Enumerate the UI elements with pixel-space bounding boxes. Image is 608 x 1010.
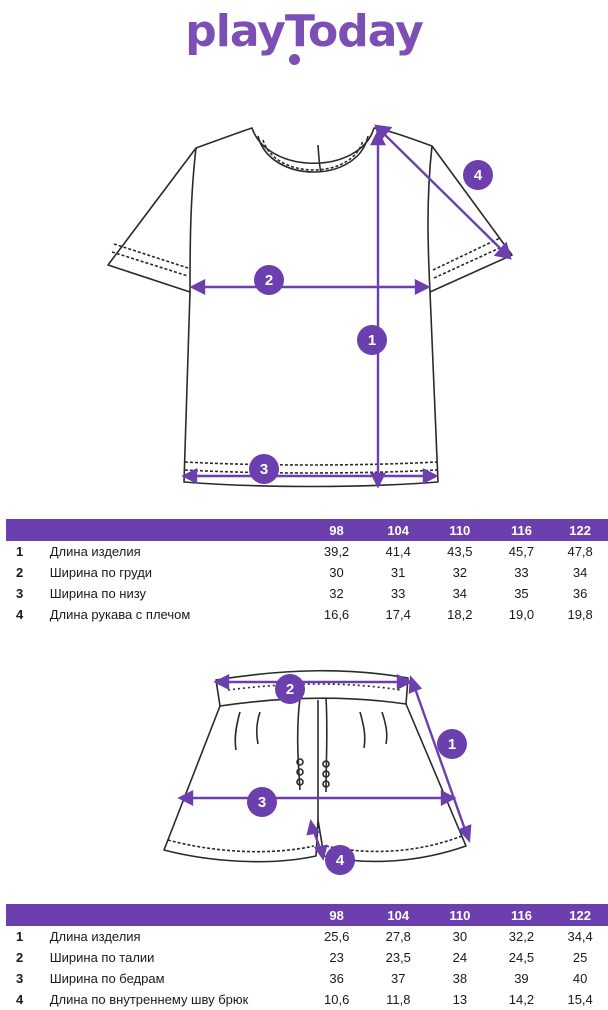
cell-value: 39,2: [323, 544, 350, 559]
cell-value: 45,7: [508, 544, 535, 559]
cell-value: 47,8: [567, 544, 593, 559]
marker-3: [247, 787, 277, 817]
cell-value: 27,8: [385, 929, 411, 944]
cell-value: 25,6: [324, 929, 350, 944]
tshirt-markers: 1 2 3 4: [249, 160, 493, 484]
row-label: Длина изделия: [49, 544, 141, 559]
row-number: 2: [16, 950, 24, 965]
size-col-header: 122: [552, 904, 608, 926]
marker-3-label: 3: [260, 461, 268, 478]
size-col-header: 104: [367, 904, 430, 926]
row-number: 4: [16, 607, 24, 622]
marker-3-label: 3: [258, 794, 266, 811]
shorts-size-table: 98 104 110 116 122 1 Длина изделия 25,6 …: [6, 904, 608, 1010]
cell-value: 32,2: [508, 929, 535, 944]
marker-3: [249, 454, 279, 484]
row-label: Длина изделия: [49, 929, 141, 944]
tshirt-drawing: 1 2 3 4: [107, 124, 513, 489]
cell-value: 32: [452, 565, 468, 580]
cell-value: 32: [329, 586, 344, 601]
row-number: 1: [16, 544, 24, 559]
logo-dot: [289, 54, 300, 65]
cell-value: 31: [390, 565, 406, 580]
cell-value: 19,0: [508, 607, 535, 622]
marker-1-label: 1: [368, 332, 376, 349]
marker-1: [437, 729, 467, 759]
row-number: 1: [16, 929, 24, 944]
size-col-header: 116: [490, 519, 553, 541]
cell-value: 30: [329, 565, 344, 580]
cell-value: 17,4: [385, 607, 411, 622]
cell-value: 36: [329, 971, 344, 986]
cell-value: 23: [329, 950, 344, 965]
marker-4-label: 4: [474, 167, 483, 184]
table-row: 2 Ширина по талии 23 23,5 24 24,5 25: [6, 947, 608, 968]
cell-value: 34,4: [567, 929, 593, 944]
cell-value: 39: [514, 971, 529, 986]
table-header-row: 98 104 110 116 122: [6, 904, 608, 926]
cell-value: 24: [452, 950, 468, 965]
row-number: 3: [16, 971, 24, 986]
row-label: Длина рукава с плечом: [49, 607, 191, 622]
brand-logo: playToday: [185, 6, 424, 57]
marker-1: [357, 325, 387, 355]
table-row: 3 Ширина по низу 32 33 34 35 36: [6, 583, 608, 604]
size-col-header: 110: [428, 519, 491, 541]
cell-value: 24,5: [508, 950, 535, 965]
cell-value: 19,8: [567, 607, 593, 622]
table-row: 2 Ширина по груди 30 31 32 33 34: [6, 562, 608, 583]
table-row: 1 Длина изделия 39,2 41,4 43,5 45,7 47,8: [6, 541, 608, 562]
shorts-markers: 1 2 3 4: [247, 674, 467, 875]
cell-value: 16,6: [323, 607, 350, 622]
table-row: 4 Длина рукава с плечом 16,6 17,4 18,2 1…: [6, 604, 608, 625]
marker-4: [325, 845, 355, 875]
cell-value: 34: [572, 565, 588, 580]
cell-value: 33: [390, 586, 406, 601]
cell-value: 40: [572, 971, 588, 986]
marker-2: [275, 674, 305, 704]
size-col-header: 98: [305, 519, 368, 541]
cell-value: 25: [572, 950, 588, 965]
table-header-row: 98 104 110 116 122: [6, 519, 608, 541]
tshirt-size-table: 98 104 110 116 122 1 Длина изделия 39,2 …: [6, 519, 608, 625]
cell-value: 23,5: [385, 950, 411, 965]
marker-2-label: 2: [286, 681, 294, 698]
marker-2-label: 2: [265, 272, 273, 289]
size-col-header: 122: [552, 519, 608, 541]
marker-1-label: 1: [448, 736, 456, 753]
size-col-header: 116: [490, 904, 553, 926]
row-number: 3: [16, 586, 24, 601]
table-row: 1 Длина изделия 25,6 27,8 30 32,2 34,4: [6, 926, 608, 947]
marker-2: [254, 265, 284, 295]
row-label: Ширина по талии: [49, 950, 155, 965]
cell-value: 35: [514, 586, 529, 601]
marker-4: [463, 160, 493, 190]
cell-value: 34: [452, 586, 468, 601]
cell-value: 43,5: [447, 544, 473, 559]
cell-value: 18,2: [447, 607, 473, 622]
row-label: Ширина по низу: [49, 586, 147, 601]
row-label: Ширина по груди: [49, 565, 153, 580]
row-label: Ширина по бедрам: [49, 971, 165, 986]
shorts-drawing: 1 2 3 4: [163, 669, 472, 875]
row-number: 2: [16, 565, 24, 580]
cell-value: 37: [391, 971, 406, 986]
size-col-header: 98: [305, 904, 368, 926]
cell-value: 33: [514, 565, 529, 580]
cell-value: 41,4: [385, 544, 411, 559]
size-col-header: 110: [429, 904, 491, 926]
cell-value: 30: [452, 929, 468, 944]
table-row: 3 Ширина по бедрам 36 37 38 39 40: [6, 968, 608, 989]
size-col-header: 104: [367, 519, 429, 541]
cell-value: 38: [452, 971, 468, 986]
cell-value: 36: [572, 586, 588, 601]
marker-4-label: 4: [336, 852, 345, 869]
